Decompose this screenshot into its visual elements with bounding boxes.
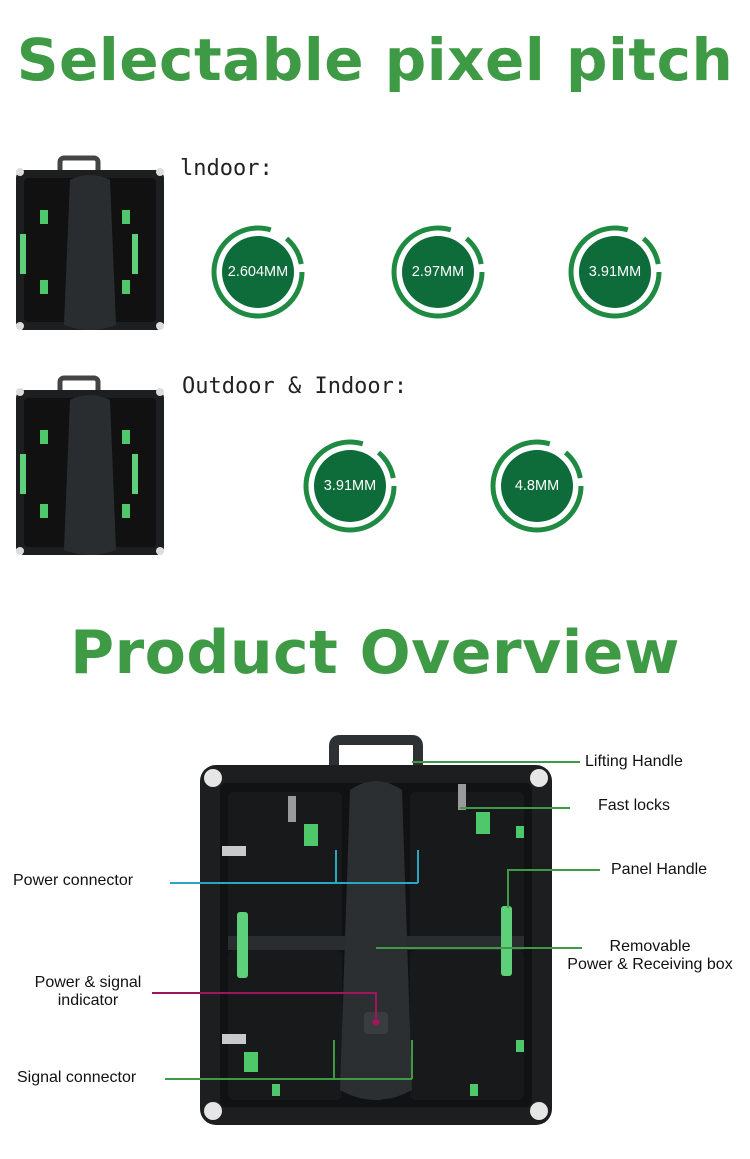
pitch-badge: 2.604MM (210, 224, 306, 320)
pitch-badge: 4.8MM (489, 438, 585, 534)
pitch-value: 3.91MM (588, 264, 642, 280)
callout-panel-handle: Panel Handle (611, 861, 708, 878)
callout-lifting-handle: Lifting Handle (585, 753, 683, 770)
indoor-panel-image (16, 155, 164, 330)
pitch-value: 2.97MM (411, 264, 465, 280)
callout-power-connector: Power connector (13, 872, 134, 889)
pitch-value: 3.91MM (323, 478, 377, 494)
callout-power-signal-line2: indicator (57, 992, 119, 1009)
outdoor-panel-image (16, 375, 164, 555)
pitch-value: 2.604MM (227, 264, 289, 280)
callout-removable-box: Removable Power & Receiving box (552, 938, 748, 974)
pitch-badge: 3.91MM (567, 224, 663, 320)
indoor-label: lndoor: (180, 156, 273, 181)
pitch-value: 4.8MM (514, 478, 560, 494)
pitch-badge: 2.97MM (390, 224, 486, 320)
callout-fast-locks: Fast locks (598, 797, 671, 814)
callout-removable-line2: Power & Receiving box (567, 956, 733, 973)
product-overview-headline: Product Overview (70, 618, 680, 688)
callout-removable-line1: Removable (609, 938, 691, 955)
pitch-badge: 3.91MM (302, 438, 398, 534)
callout-power-signal-line1: Power & signal (34, 974, 142, 991)
pixel-pitch-headline: Selectable pixel pitch (16, 26, 734, 94)
callout-power-signal-indicator: Power & signal indicator (18, 974, 158, 1010)
outdoor-label: Outdoor & Indoor: (182, 374, 408, 399)
callout-signal-connector: Signal connector (17, 1069, 137, 1086)
